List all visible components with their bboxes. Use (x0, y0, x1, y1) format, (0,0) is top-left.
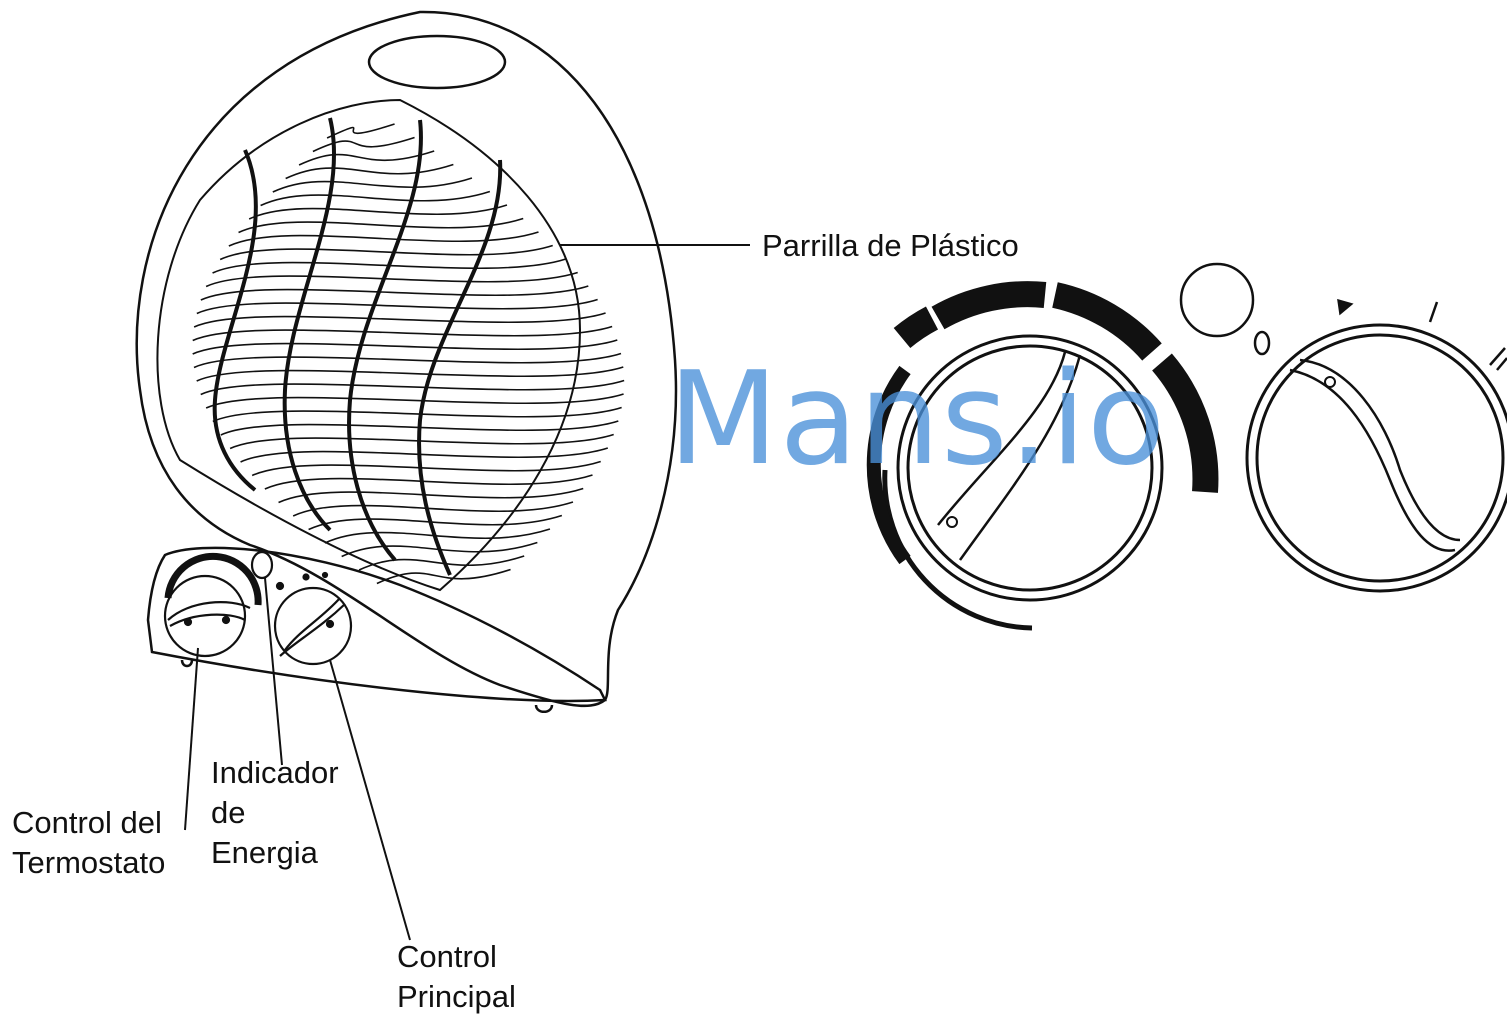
grill-slat (279, 489, 584, 503)
power-indicator-small (252, 552, 272, 578)
grill-slat (252, 462, 601, 476)
label-indicator-line1: Indicador (211, 753, 339, 793)
grill-slat (194, 354, 621, 368)
plastic-grill (157, 100, 624, 590)
grill-slat (261, 192, 490, 206)
grill-slat (213, 408, 622, 422)
grill-slat (201, 286, 588, 300)
grill-slat (197, 367, 624, 381)
grill-slat (265, 475, 593, 489)
grill-slat (249, 205, 507, 219)
grill-slat (220, 246, 553, 260)
label-indicator-line3: Energia (211, 833, 318, 873)
label-thermostat-line1: Control del (12, 803, 162, 843)
label-plastic-grill: Parrilla de Plástico (762, 226, 1019, 266)
grill-slat (197, 300, 598, 314)
label-main-control-line1: Control (397, 937, 497, 977)
label-thermostat-line2: Termostato (12, 843, 165, 883)
main-control-dial-detail (1247, 300, 1507, 591)
grill-slat (206, 273, 578, 287)
grill-slat (286, 165, 454, 179)
power-indicator-detail (1181, 264, 1269, 354)
fan-icon (1338, 300, 1352, 314)
handle-opening (369, 36, 505, 88)
label-indicator-line2: de (211, 793, 245, 833)
grill-slat (273, 178, 472, 192)
label-main-control-line2: Principal (397, 977, 516, 1017)
grill-slat (193, 340, 618, 354)
grill-slat (229, 232, 539, 246)
grill-slat (206, 394, 623, 408)
grill-slat (377, 570, 511, 584)
grill-slat (241, 448, 608, 462)
grill-slat (239, 219, 524, 233)
grill-slat (309, 516, 562, 530)
grill-slat (293, 502, 573, 516)
grill-slat (313, 138, 415, 152)
grill-slat (299, 151, 434, 165)
grill-slat (327, 124, 394, 138)
grill-slat (201, 381, 624, 395)
watermark: Mans.io (668, 350, 1166, 490)
grill-slat (194, 313, 605, 327)
heater-controls (165, 552, 351, 664)
grill-slat (193, 327, 612, 341)
